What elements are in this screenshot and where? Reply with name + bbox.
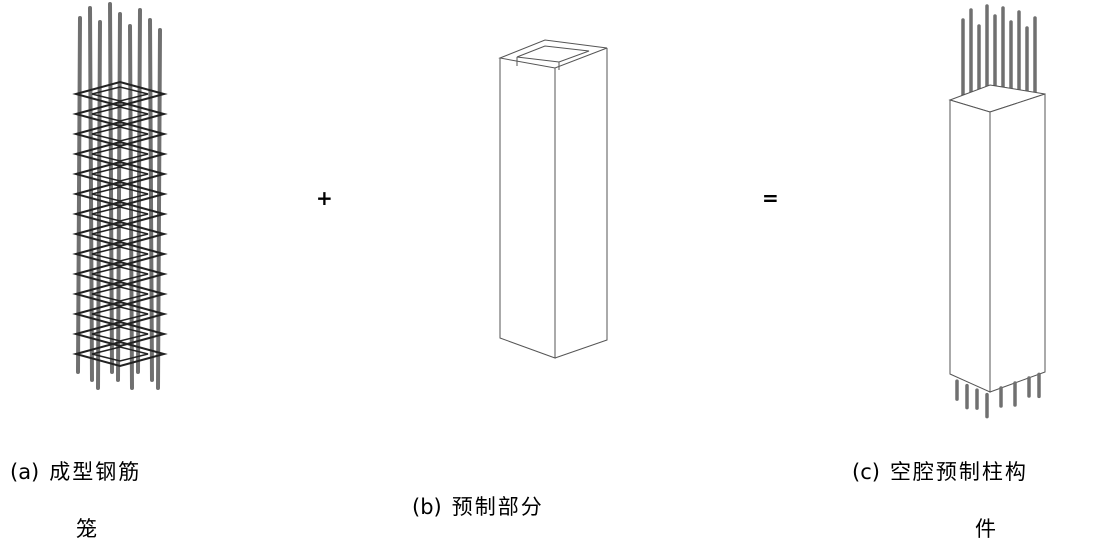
rebar-cage-figure	[72, 2, 168, 390]
stirrup-ring	[72, 140, 168, 168]
precast-left-face	[499, 58, 556, 359]
caption-a-text: 成型钢筋	[49, 460, 142, 484]
inner-stirrup-ring	[91, 306, 149, 322]
inner-stirrup-ring	[91, 126, 149, 142]
precast-inner-hole	[516, 45, 590, 63]
inner-stirrup-ring	[91, 226, 149, 242]
inner-stirrup-ring	[91, 146, 149, 162]
plus-operator: +	[316, 186, 333, 210]
inner-stirrup-ring	[91, 186, 149, 202]
caption-a-line2: 笼	[76, 517, 99, 541]
caption-c-line2: 件	[975, 517, 998, 541]
rebar-bar	[116, 12, 122, 382]
inner-stirrup-ring	[91, 166, 149, 182]
rebar-bar	[148, 18, 154, 382]
stirrups	[72, 80, 168, 368]
stirrup-ring	[72, 220, 168, 248]
inner-stirrup-ring	[91, 326, 149, 342]
stirrup-ring	[72, 320, 168, 348]
stirrup-ring	[72, 240, 168, 268]
caption-a-label: (a)	[10, 460, 40, 484]
precast-right-face	[554, 48, 608, 359]
longitudinal-rebars	[76, 2, 162, 390]
caption-c-label: (c)	[852, 460, 880, 484]
stirrup-ring	[72, 340, 168, 368]
caption-c: (c) 空腔预制柱构	[852, 456, 1028, 486]
stirrup-ring	[72, 120, 168, 148]
stirrup-ring	[72, 160, 168, 188]
caption-b: (b) 预制部分	[412, 491, 544, 521]
precast-part-figure	[498, 39, 608, 359]
stirrup-ring	[72, 260, 168, 288]
precast-top-face	[498, 39, 608, 69]
stirrup-ring	[72, 200, 168, 228]
hollow-precast-column-figure	[948, 4, 1046, 419]
protruding-top-rebars	[961, 4, 1037, 102]
caption-b-label: (b)	[412, 495, 442, 519]
caption-a: (a) 成型钢筋	[10, 456, 141, 486]
inner-stirrup-ring	[91, 106, 149, 122]
inner-stirrup-ring	[91, 246, 149, 262]
inner-stirrup-ring	[91, 86, 149, 102]
inner-stirrup-ring	[91, 286, 149, 302]
protruding-bottom-rebars	[955, 372, 1041, 419]
column-body	[948, 84, 1046, 393]
stirrup-ring	[72, 80, 168, 108]
stirrup-ring	[72, 180, 168, 208]
stirrup-ring	[72, 280, 168, 308]
rebar-bar	[128, 24, 134, 390]
rebar-bar	[156, 28, 162, 390]
caption-b-text: 预制部分	[451, 495, 544, 519]
stirrup-ring	[72, 300, 168, 328]
inner-stirrup-ring	[91, 206, 149, 222]
inner-stirrup-ring	[91, 346, 149, 362]
inner-stirrup-ring	[91, 266, 149, 282]
stirrup-ring	[72, 100, 168, 128]
rebar-bar	[88, 6, 94, 382]
rebar-bar	[108, 2, 114, 374]
caption-c-text: 空腔预制柱构	[889, 460, 1028, 484]
equals-operator: =	[762, 186, 779, 210]
